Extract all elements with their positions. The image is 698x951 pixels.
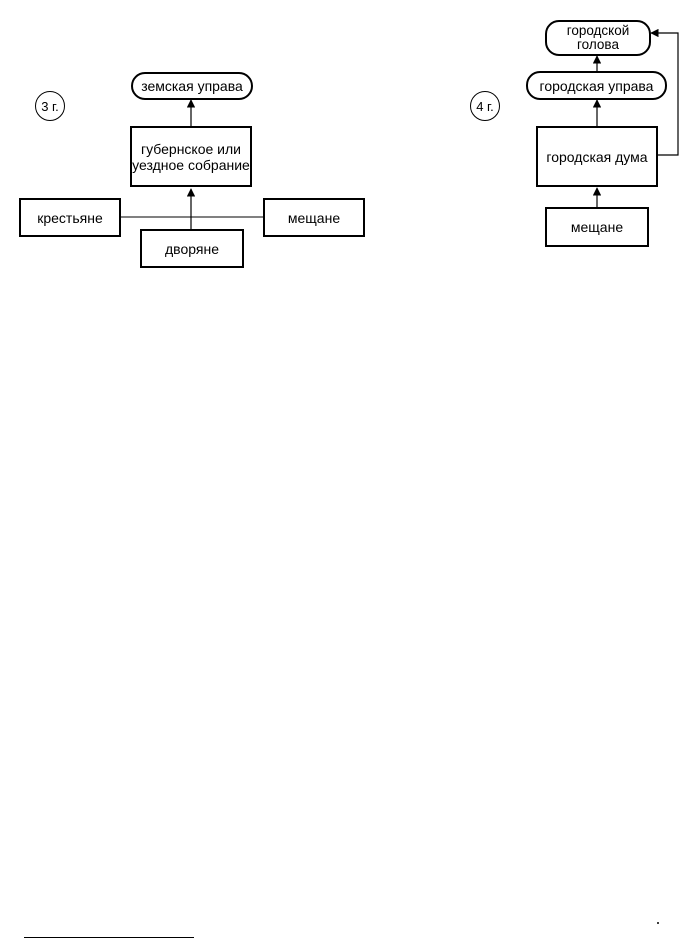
peasants-node: крестьяне: [19, 198, 121, 237]
townspeople-node-left: мещане: [263, 198, 365, 237]
city-duma-node: городская дума: [536, 126, 658, 187]
nobles-text: дворяне: [165, 240, 219, 257]
zemstvo-board-node: земская управа: [131, 72, 253, 100]
zemstvo-board-text: земская управа: [141, 78, 243, 94]
townspeople-text-right: мещане: [570, 219, 624, 235]
townspeople-node-right: мещане: [545, 207, 649, 247]
diagram-label-4-text: 4 г.: [476, 98, 494, 114]
diagram-label-3-text: 3 г.: [41, 98, 59, 114]
townspeople-text-left: мещане: [287, 209, 341, 226]
city-board-text: городская управа: [539, 77, 654, 94]
peasants-text: крестьяне: [37, 209, 103, 226]
assembly-text-line1: губернское или: [141, 140, 241, 157]
city-head-text-line2: голова: [577, 37, 619, 52]
assembly-text-line2: уездное собрание: [132, 156, 250, 173]
footnote-divider: [24, 937, 194, 938]
diagram-label-4: 4 г.: [470, 91, 500, 121]
duma-to-head-feedback: [650, 28, 679, 156]
city-head-node: городской голова: [545, 20, 651, 56]
diagram-label-3: 3 г.: [35, 91, 65, 121]
nobles-node: дворяне: [140, 229, 244, 268]
stray-dot: [657, 922, 659, 924]
city-head-text-line1: городской: [566, 23, 630, 38]
city-board-node: городская управа: [526, 71, 667, 100]
city-duma-text: городская дума: [546, 148, 648, 165]
assembly-node: губернское или уездное собрание: [130, 126, 252, 187]
